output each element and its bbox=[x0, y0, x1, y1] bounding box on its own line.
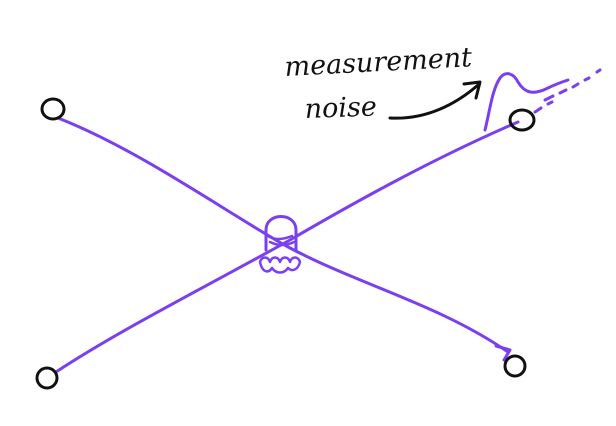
annotation-line-1: measurement bbox=[284, 42, 473, 83]
noise-dashes-lower bbox=[533, 100, 554, 114]
bottom-right-node bbox=[503, 354, 527, 378]
annotation-arrowhead bbox=[462, 80, 482, 100]
arrow-hook-bottom-right bbox=[494, 344, 512, 362]
line-top-right-to-bottom-left bbox=[54, 120, 520, 374]
top-right-node bbox=[508, 108, 536, 132]
noise-distribution-curve bbox=[483, 72, 570, 132]
annotation-arrow bbox=[388, 83, 480, 120]
annotation-line-2: noise bbox=[304, 91, 377, 124]
noise-dashes bbox=[543, 68, 602, 102]
line-top-left-to-bottom-right bbox=[56, 116, 510, 354]
top-left-node bbox=[40, 97, 66, 121]
bottom-left-node bbox=[35, 366, 59, 390]
robot-foot-icon bbox=[258, 215, 302, 274]
